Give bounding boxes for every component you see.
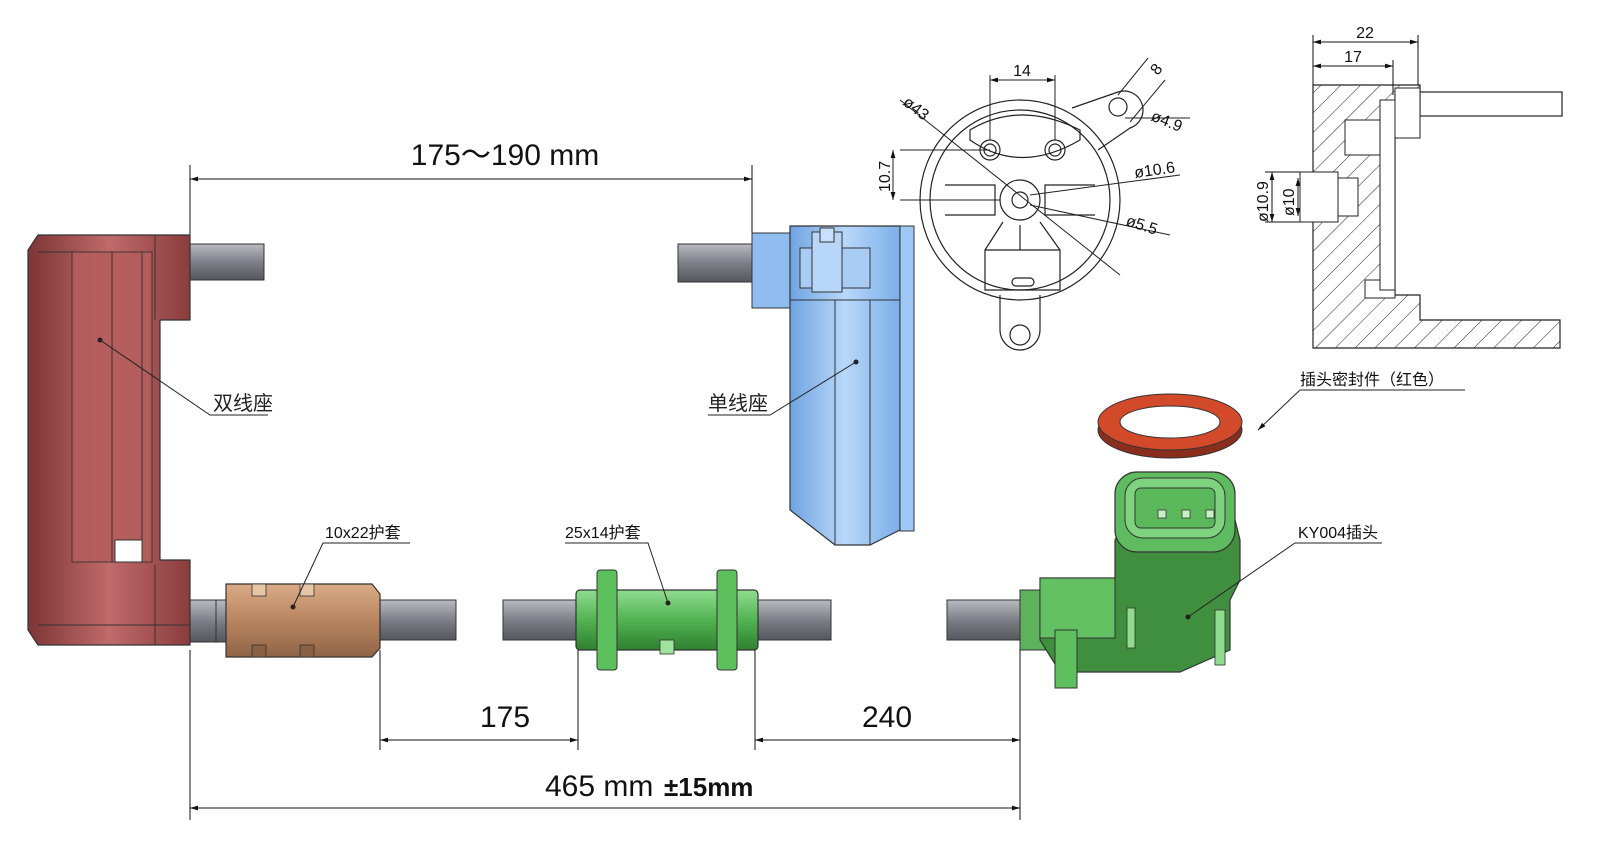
cable-stub: [677, 243, 757, 283]
single-seat: 单线座: [677, 225, 915, 546]
dim-d106: ø10.6: [1133, 159, 1176, 182]
sleeve-25x14-label: 25x14护套: [565, 524, 641, 542]
double-seat-label: 双线座: [213, 391, 273, 415]
single-seat-label: 单线座: [708, 391, 768, 415]
seal-label: 插头密封件（红色）: [1300, 371, 1444, 389]
dim-14: 14: [1013, 63, 1031, 80]
cable-stub: [187, 599, 219, 643]
dim-107: 10.7: [877, 161, 894, 192]
plug-seal: 插头密封件（红色）: [1097, 371, 1465, 459]
front-view: [890, 57, 1190, 351]
dim-d43: ø43: [900, 94, 932, 124]
sleeve-10x22: 10x22护套: [215, 524, 457, 658]
cable-stub: [1419, 91, 1563, 117]
dim-17: 17: [1344, 49, 1362, 66]
cable-stub: [946, 599, 1026, 641]
sleeve-25x14: 25x14护套: [502, 524, 832, 671]
ky004-plug: KY004插头: [946, 471, 1382, 689]
dim-d55: ø5.5: [1124, 213, 1160, 239]
cable-stub: [377, 599, 457, 641]
sleeve-10x22-label: 10x22护套: [325, 524, 401, 542]
side-section-view: [1265, 35, 1563, 349]
dim-22: 22: [1356, 25, 1374, 42]
dim-d109: ø10.9: [1255, 181, 1272, 222]
plug-label: KY004插头: [1298, 524, 1378, 542]
cable-stub: [187, 243, 265, 281]
total-length-label: 465 mm: [545, 770, 653, 803]
dim-d10: ø10: [1281, 188, 1298, 216]
dim-d49: ø4.9: [1149, 108, 1185, 136]
top-span-label: 175～190 mm: [411, 139, 599, 172]
bottom-dimensions: 175 240 465 mm ±15mm: [189, 650, 1021, 820]
cable-stub: [754, 599, 832, 641]
double-seat: 双线座: [27, 234, 273, 646]
gap-175-label: 175: [480, 701, 530, 734]
top-span-dimension: 175～190 mm: [189, 139, 753, 240]
cable-stub: [502, 599, 584, 641]
total-tolerance-label: ±15mm: [664, 772, 753, 802]
dim-8: 8: [1147, 61, 1166, 79]
side-view-dimensions: 22 17 ø10.9 ø10: [1255, 25, 1374, 222]
gap-240-label: 240: [862, 701, 912, 734]
